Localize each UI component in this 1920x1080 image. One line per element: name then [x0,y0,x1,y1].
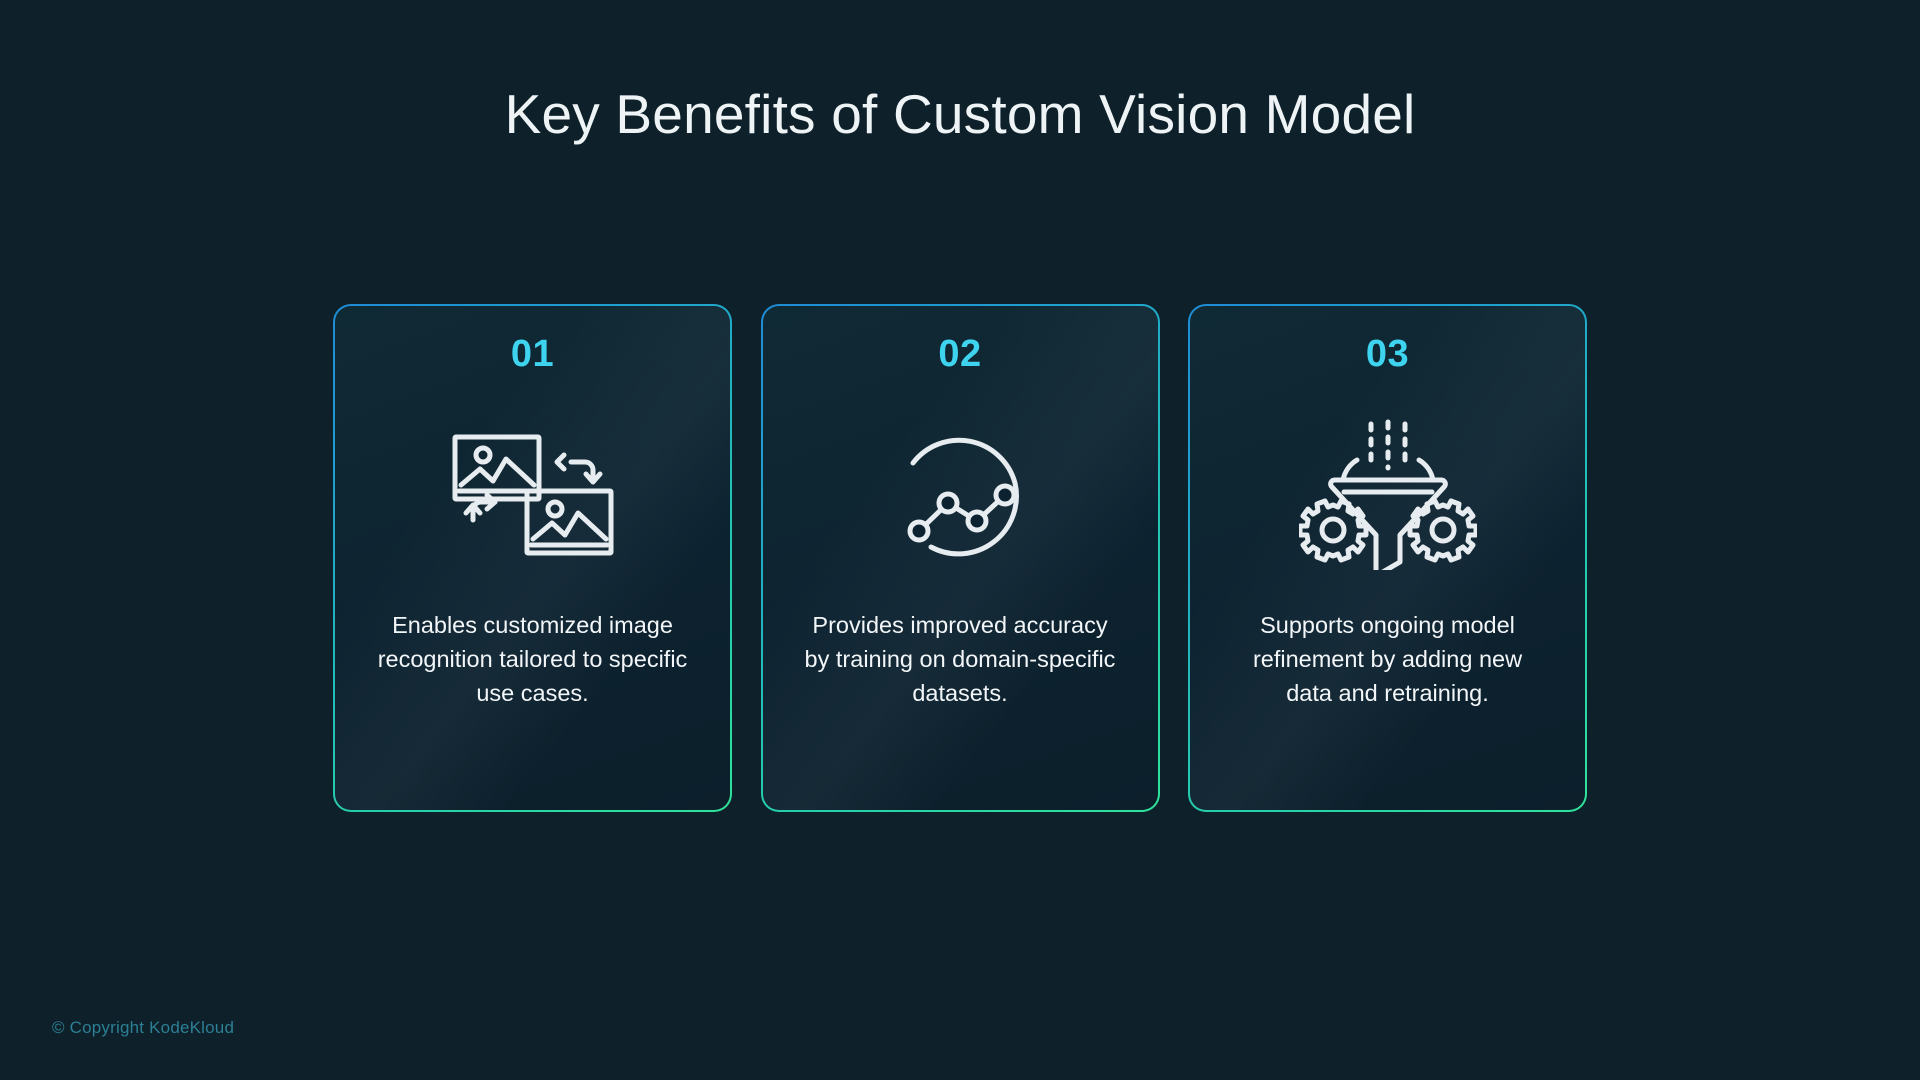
benefit-card-03[interactable]: 03 [1188,304,1587,812]
benefit-card-01-body: 01 [335,306,730,810]
accuracy-line-chart-circle-icon [870,414,1050,574]
copyright-notice: © Copyright KodeKloud [52,1018,235,1037]
benefit-card-03-body: 03 [1190,306,1585,810]
benefit-card-03-number: 03 [1365,333,1410,375]
benefit-cards-row: 01 [333,304,1587,812]
benefit-card-01[interactable]: 01 [333,304,732,812]
image-swap-icon [443,414,623,574]
benefit-card-03-description: Supports ongoing model refinement by add… [1252,611,1523,706]
benefit-card-01-description: Enables customized image recognition tai… [377,611,688,706]
data-funnel-gears-icon [1298,414,1478,574]
benefit-card-02-description: Provides improved accuracy by training o… [804,611,1116,706]
benefit-card-02-number: 02 [938,333,982,375]
benefit-card-01-number: 01 [510,333,555,375]
page-title: Key Benefits of Custom Vision Model [504,83,1416,145]
benefit-card-02[interactable]: 02 Provides improved accuracy by [760,304,1160,812]
benefit-card-02-body: 02 Provides improved accuracy by [762,306,1158,810]
